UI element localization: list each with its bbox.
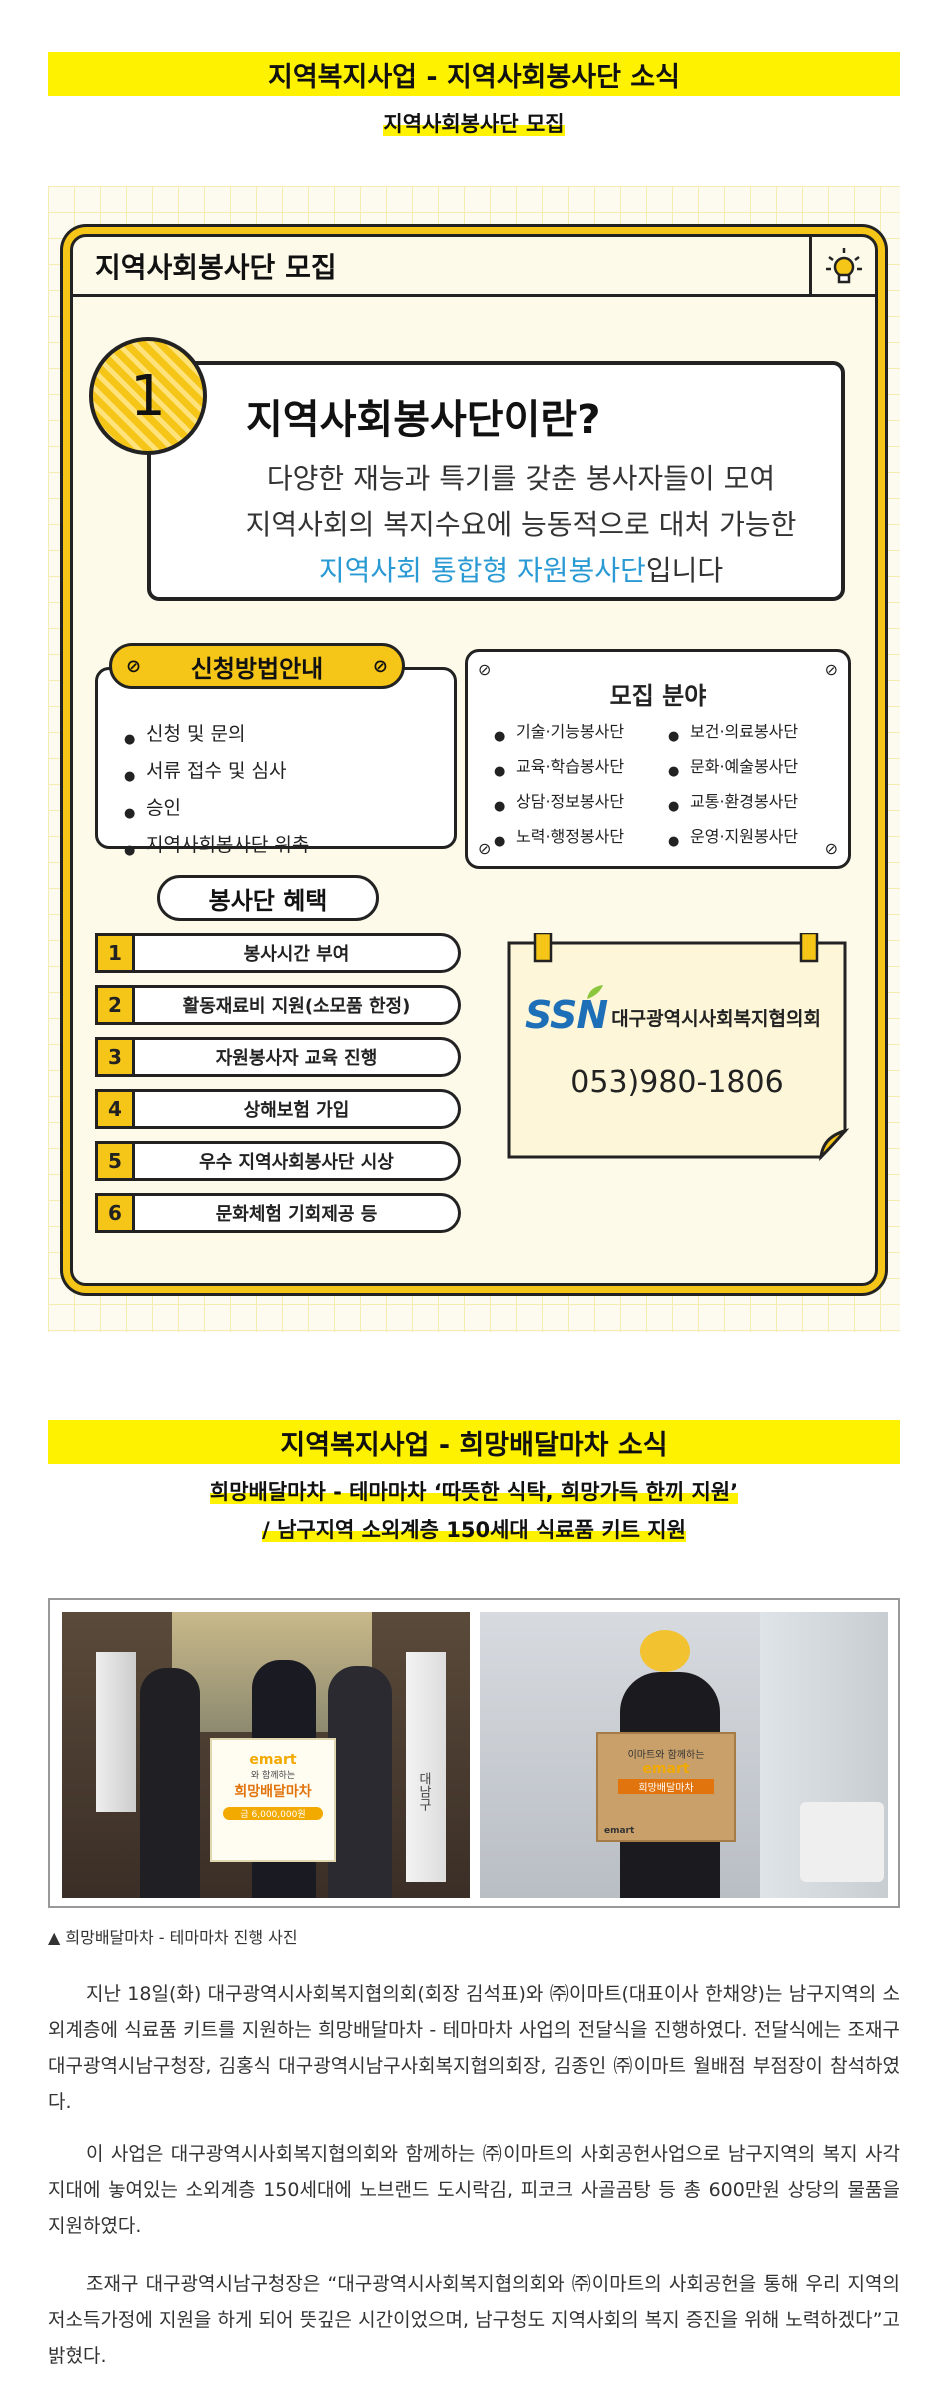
delivery-photo: 이마트와 함께하는 emart 희망배달마차 emart (480, 1612, 888, 1898)
pin-icon: ⊘ (478, 839, 492, 858)
face-emoji (640, 1630, 690, 1672)
box-brand: emart (642, 1761, 690, 1777)
box-title: 희망배달마차 (618, 1779, 714, 1794)
benefit-number: 5 (95, 1141, 135, 1181)
what-line-3: 지역사회 통합형 자원봉사단입니다 (191, 549, 851, 589)
benefit-number: 1 (95, 933, 135, 973)
benefit-number: 4 (95, 1089, 135, 1129)
benefit-text: 활동재료비 지원(소모품 한정) (135, 985, 461, 1025)
section2-subtitle-1-text: 희망배달마차 - 테마마차 ‘따뜻한 식탁, 희망가득 한끼 지원’ (209, 1480, 739, 1504)
box-line: 이마트와 함께하는 (627, 1750, 705, 1761)
stand-text: 대남구 (416, 1772, 431, 1811)
section1-subtitle-text: 지역사회봉사단 모집 (383, 112, 565, 136)
contact-phone: 053)980-1806 (570, 1065, 784, 1100)
apply-box: 신청 및 문의 서류 접수 및 심사 승인 지역사회봉사단 위촉 (95, 667, 457, 869)
poster-header: 지역사회봉사단 모집 (73, 237, 875, 297)
note-paper-icon (507, 933, 849, 1161)
benefits-title-pill: 봉사단 혜택 (157, 875, 379, 921)
what-highlight: 지역사회 통합형 자원봉사단 (318, 554, 646, 587)
field-item: 교통·환경봉사단 (668, 784, 834, 824)
rice-bags (800, 1802, 884, 1882)
pin-icon: ⊘ (126, 655, 142, 677)
apply-item: 서류 접수 및 심사 (124, 753, 309, 795)
field-item: 상담·정보봉사단 (494, 784, 660, 824)
what-is-box: 지역사회봉사단이란? 다양한 재능과 특기를 갖춘 봉사자들이 모여 지역사회의… (147, 361, 845, 601)
field-item: 문화·예술봉사단 (668, 749, 834, 789)
ssn-logo: SSN 대구광역시사회복지협의회 (525, 993, 821, 1037)
apply-title-pill: ⊘ 신청방법안내 ⊘ (109, 643, 405, 689)
pin-icon: ⊘ (478, 660, 492, 679)
contact-note: SSN 대구광역시사회복지협의회 053)980-1806 (505, 933, 849, 1161)
photo-frame: 대남구 emart 와 함께하는 희망배달마차 금 6,000,000원 이마트… (48, 1598, 900, 1908)
benefit-text: 자원봉사자 교육 진행 (135, 1037, 461, 1077)
leaf-icon (587, 985, 603, 999)
section1-subtitle: 지역사회봉사단 모집 (48, 108, 900, 138)
what-line-3-tail: 입니다 (645, 554, 724, 587)
photo-caption: ▲ 희망배달마차 - 테마마차 진행 사진 (48, 1928, 298, 1947)
fields-list: 기술·기능봉사단 보건·의료봉사단 교육·학습봉사단 문화·예술봉사단 상담·정… (494, 714, 834, 859)
article-paragraph: 지난 18일(화) 대구광역시사회복지협의회(회장 김석표)와 ㈜이마트(대표이… (48, 1983, 900, 2113)
ssn-logo-text: SSN (525, 993, 608, 1037)
pin-icon: ⊘ (372, 655, 388, 677)
field-item: 노력·행정봉사단 (494, 819, 660, 859)
benefit-text: 우수 지역사회봉사단 시상 (135, 1141, 461, 1181)
poster-card: 지역사회봉사단 모집 1 지역사회봉사단이란? 다양한 재능과 특기를 갖춘 봉… (70, 234, 878, 1286)
benefits-title: 봉사단 혜택 (208, 886, 328, 915)
poster-header-title: 지역사회봉사단 모집 (95, 250, 337, 284)
what-line-2: 지역사회의 복지수요에 능동적으로 대처 가능한 (245, 508, 797, 541)
what-title: 지역사회봉사단이란? (246, 397, 601, 443)
article-paragraph: 이 사업은 대구광역시사회복지협의회와 함께하는 ㈜이마트의 사회공헌사업으로 … (48, 2143, 900, 2237)
section1-banner: 지역복지사업 - 지역사회봉사단 소식 (48, 52, 900, 96)
benefit-text: 문화체험 기회제공 등 (135, 1193, 461, 1233)
fields-title: 모집 분야 (609, 682, 707, 710)
benefit-text: 봉사시간 부여 (135, 933, 461, 973)
food-box: 이마트와 함께하는 emart 희망배달마차 emart (596, 1732, 736, 1842)
board-line: 와 함께하는 (250, 1771, 296, 1781)
person (140, 1668, 200, 1898)
board-amount: 금 6,000,000원 (223, 1807, 323, 1820)
section2-subtitle-1: 희망배달마차 - 테마마차 ‘따뜻한 식탁, 희망가득 한끼 지원’ (48, 1476, 900, 1506)
section2-banner: 지역복지사업 - 희망배달마차 소식 (48, 1420, 900, 1464)
donation-board: emart 와 함께하는 희망배달마차 금 6,000,000원 (210, 1738, 336, 1862)
org-name: 대구광역시사회복지협의회 (611, 1008, 821, 1030)
benefit-number: 2 (95, 985, 135, 1025)
ceremony-photo: 대남구 emart 와 함께하는 희망배달마차 금 6,000,000원 (62, 1612, 470, 1898)
field-item: 교육·학습봉사단 (494, 749, 660, 789)
board-title: 희망배달마차 (234, 1784, 312, 1800)
field-item: 보건·의료봉사단 (668, 714, 834, 754)
board-brand: emart (249, 1752, 297, 1768)
box-corner-brand: emart (604, 1826, 635, 1836)
field-item: 운영·지원봉사단 (668, 819, 834, 859)
apply-item: 승인 (124, 790, 309, 832)
person (328, 1666, 392, 1898)
benefit-number: 6 (95, 1193, 135, 1233)
lightbulb-icon (809, 237, 875, 294)
section2-subtitle-2: / 남구지역 소외계층 150세대 식료품 키트 지원 (48, 1514, 900, 1544)
pin-icon: ⊘ (824, 660, 838, 679)
article-paragraph: 조재구 대구광역시남구청장은 “대구광역시사회복지협의회와 ㈜이마트의 사회공헌… (48, 2273, 900, 2367)
apply-title: 신청방법안내 (190, 654, 324, 683)
banner-stand: 대남구 (406, 1652, 446, 1882)
apply-item: 지역사회봉사단 위촉 (124, 827, 309, 869)
recruitment-poster: 지역사회봉사단 모집 1 지역사회봉사단이란? 다양한 재능과 특기를 갖춘 봉… (48, 186, 900, 1332)
apply-item: 신청 및 문의 (124, 716, 309, 758)
field-item: 기술·기능봉사단 (494, 714, 660, 754)
number-badge: 1 (89, 337, 207, 455)
apply-list: 신청 및 문의 서류 접수 및 심사 승인 지역사회봉사단 위촉 (124, 716, 309, 869)
fields-box: ⊘ ⊘ ⊘ ⊘ 모집 분야 기술·기능봉사단 보건·의료봉사단 교육·학습봉사단… (465, 649, 851, 869)
section2-subtitle-2-text: / 남구지역 소외계층 150세대 식료품 키트 지원 (262, 1518, 686, 1542)
what-line-1: 다양한 재능과 특기를 갖춘 봉사자들이 모여 (266, 462, 776, 495)
benefit-text: 상해보험 가입 (135, 1089, 461, 1129)
benefit-number: 3 (95, 1037, 135, 1077)
flag (96, 1652, 136, 1812)
